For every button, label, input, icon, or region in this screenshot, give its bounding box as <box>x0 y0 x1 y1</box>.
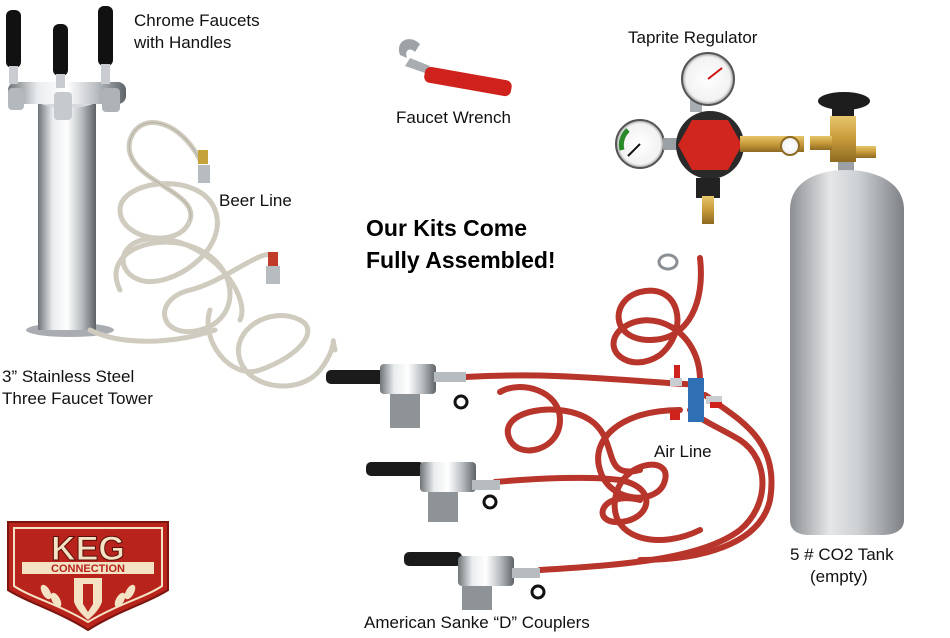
three-faucet-tower <box>6 6 126 337</box>
label-tower-line2: Three Faucet Tower <box>2 389 153 408</box>
sanke-coupler <box>366 462 500 522</box>
label-chrome-faucets-line1: Chrome Faucets <box>134 11 260 30</box>
o-ring-icon <box>482 494 498 510</box>
beer-line-fitting-icon <box>266 252 280 284</box>
headline: Our Kits Come Fully Assembled! <box>366 212 556 276</box>
keg-connection-logo: KEG CONNECTION <box>7 521 169 632</box>
air-line <box>462 255 775 573</box>
headline-line1: Our Kits Come <box>366 215 528 241</box>
label-chrome-faucets-line2: with Handles <box>134 33 232 52</box>
taprite-regulator <box>615 52 804 224</box>
beer-line-fitting-icon <box>198 150 210 183</box>
label-taprite-regulator: Taprite Regulator <box>628 28 758 47</box>
label-sanke-couplers: American Sanke “D” Couplers <box>364 613 590 632</box>
label-faucet-wrench: Faucet Wrench <box>396 108 511 127</box>
hose-clamp-icon <box>657 253 679 271</box>
air-manifold-icon <box>670 365 722 422</box>
headline-line2: Fully Assembled! <box>366 247 556 273</box>
faucet-handle-icon <box>98 6 113 84</box>
label-co2-tank-line1: 5 # CO2 Tank <box>790 545 894 564</box>
sanke-coupler <box>404 552 540 610</box>
keg-shield-icon <box>74 578 102 620</box>
label-beer-line: Beer Line <box>219 191 292 210</box>
faucet-wrench <box>399 39 512 97</box>
co2-tank <box>790 92 904 535</box>
label-tower-line1: 3” Stainless Steel <box>2 367 135 386</box>
faucet-handle-icon <box>6 10 21 84</box>
sanke-coupler <box>326 364 466 428</box>
wheat-icon <box>40 584 136 608</box>
label-air-line: Air Line <box>654 442 712 461</box>
label-co2-tank-line2: (empty) <box>810 567 868 586</box>
o-ring-icon <box>530 584 546 600</box>
o-ring-icon <box>453 394 469 410</box>
logo-word-connection: CONNECTION <box>51 563 125 575</box>
beer-line <box>87 120 338 389</box>
faucet-handle-icon <box>53 24 68 88</box>
